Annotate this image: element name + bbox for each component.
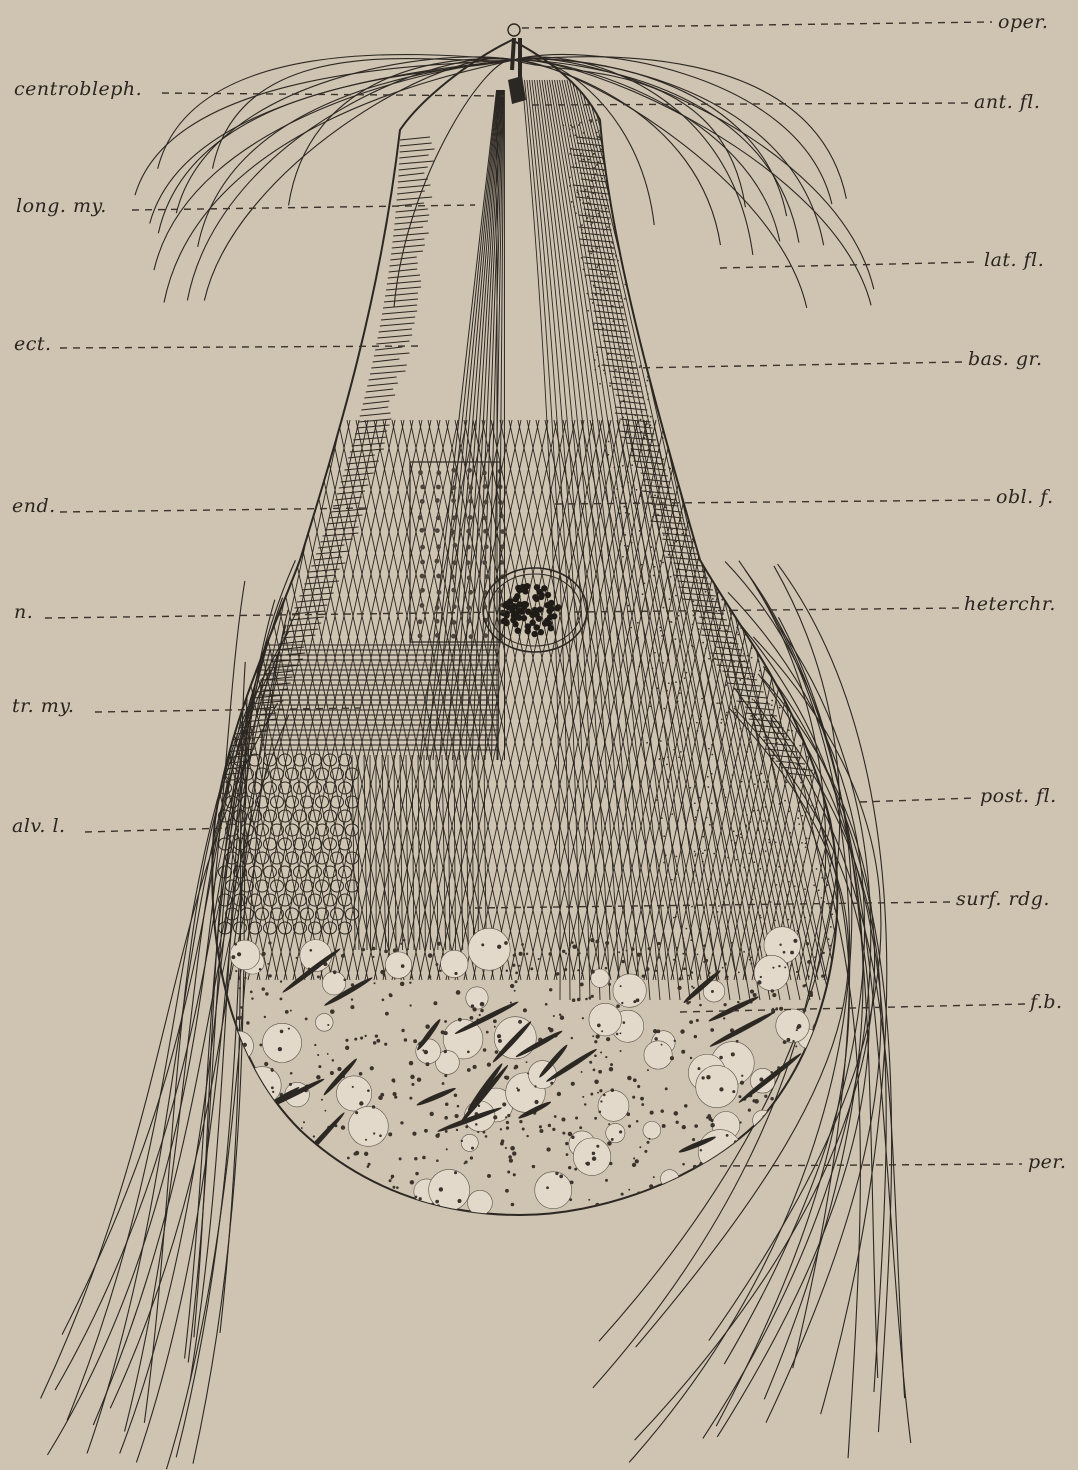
label-per: per. (1028, 1151, 1066, 1173)
label-long-my: long. my. (16, 195, 107, 217)
label-surf-rdg: surf. rdg. (956, 888, 1050, 910)
operculum (508, 24, 526, 104)
label-n: n. (14, 601, 33, 623)
label-bas-gr: bas. gr. (968, 348, 1043, 370)
label-centrobleph: centrobleph. (14, 78, 142, 100)
basal-granules-stipple (562, 119, 919, 981)
label-alv-l: alv. l. (12, 815, 66, 837)
label-ant-fl: ant. fl. (974, 91, 1040, 113)
label-ect: ect. (14, 333, 52, 355)
vertical-striations (352, 755, 486, 950)
label-heterchr: heterchr. (964, 593, 1056, 615)
label-lat-fl: lat. fl. (984, 249, 1044, 271)
label-tr-my: tr. my. (12, 695, 74, 717)
label-post-fl: post. fl. (980, 785, 1057, 807)
label-obl-f: obl. f. (996, 486, 1054, 508)
label-oper: oper. (998, 11, 1048, 33)
label-end: end. (12, 495, 56, 517)
label-fb: f.b. (1028, 991, 1063, 1013)
